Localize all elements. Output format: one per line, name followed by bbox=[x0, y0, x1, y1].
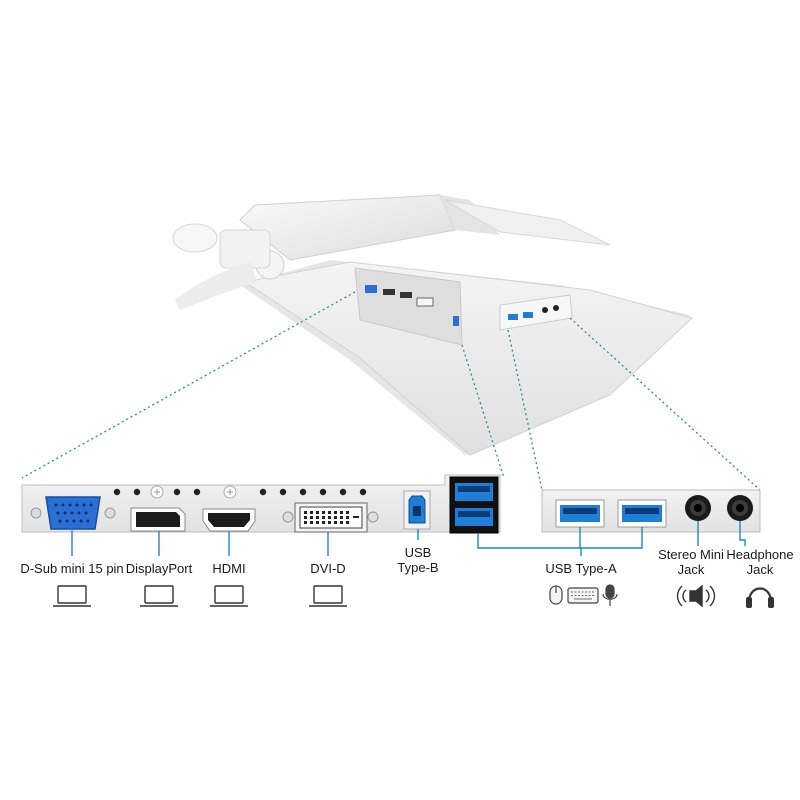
hdmi-label: HDMI bbox=[212, 561, 246, 576]
usb-b-label-line2: Type-B bbox=[397, 560, 439, 575]
laptop-icon bbox=[210, 585, 248, 607]
usb-a-label: USB Type-A bbox=[545, 561, 617, 576]
stereo-jack-port bbox=[685, 495, 711, 521]
stereo-jack-label: Stereo Mini Jack bbox=[658, 547, 724, 577]
mouse-icon bbox=[549, 585, 563, 605]
headphone-jack-label-line1: Headphone bbox=[726, 547, 794, 562]
laptop-icons bbox=[53, 585, 347, 607]
stereo-jack-label-line2: Jack bbox=[677, 562, 705, 577]
speaker-icon bbox=[676, 584, 716, 608]
leader-line-center-right bbox=[507, 329, 543, 491]
usb-a-stack-port bbox=[449, 476, 499, 534]
dsub-label: D-Sub mini 15 pin bbox=[20, 561, 124, 576]
dvid-port bbox=[282, 502, 379, 533]
leader-lines bbox=[21, 291, 761, 491]
keyboard-icon bbox=[567, 587, 599, 604]
usb-b-label-line1: USB bbox=[404, 545, 432, 560]
dsub-port bbox=[30, 496, 116, 530]
headphone-jack-label: Headphone Jack bbox=[726, 547, 793, 577]
usb-b-port bbox=[403, 490, 431, 530]
headphones-icon bbox=[746, 587, 774, 608]
leader-line-center-left bbox=[461, 344, 505, 479]
stereo-jack-label-line1: Stereo Mini bbox=[658, 547, 724, 562]
laptop-icon bbox=[53, 585, 91, 607]
laptop-icon bbox=[309, 585, 347, 607]
usb-a-port-2 bbox=[617, 499, 667, 528]
headphone-jack-label-line2: Jack bbox=[746, 562, 774, 577]
leader-line-left bbox=[21, 291, 356, 479]
headphone-jack-port bbox=[727, 495, 753, 521]
hdmi-port bbox=[202, 508, 256, 532]
displayport-label: DisplayPort bbox=[125, 561, 193, 576]
connector-lines bbox=[71, 521, 746, 556]
laptop-icon bbox=[140, 585, 178, 607]
usb-a-port-1 bbox=[555, 499, 605, 528]
usb-b-label: USB Type-B bbox=[397, 545, 438, 575]
displayport-port bbox=[130, 507, 186, 532]
dvid-label: DVI-D bbox=[310, 561, 346, 576]
microphone-icon bbox=[602, 584, 618, 606]
monitor-illustration bbox=[172, 194, 693, 456]
